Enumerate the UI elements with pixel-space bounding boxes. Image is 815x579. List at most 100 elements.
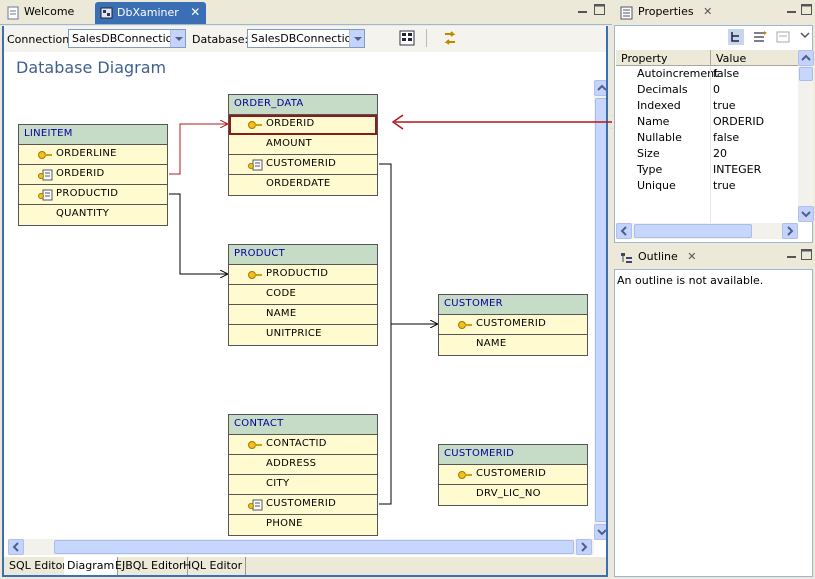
minimize-icon[interactable] <box>786 4 797 15</box>
scroll-left-button[interactable] <box>8 539 24 555</box>
tab-properties-label: Properties <box>638 5 694 18</box>
table-column[interactable]: PRODUCTID <box>229 265 377 285</box>
table-column[interactable]: QUANTITY <box>56 208 110 219</box>
view-menu-icon[interactable] <box>799 29 811 41</box>
maximize-icon[interactable] <box>801 4 812 15</box>
tab-ejbql-editor[interactable]: EJBQL Editor <box>112 557 188 575</box>
table-column[interactable]: CITY <box>229 475 377 495</box>
vertical-scroll-thumb[interactable] <box>595 98 606 522</box>
scroll-left-button[interactable] <box>616 223 632 239</box>
scroll-down-button[interactable] <box>798 206 814 222</box>
vertical-scroll-thumb[interactable] <box>799 67 813 81</box>
table-contact[interactable]: CONTACT CONTACTID ADDRESS CITY CUSTOMERI… <box>228 414 378 536</box>
table-column[interactable]: AMOUNT <box>229 135 377 155</box>
database-diagram-icon <box>100 7 113 19</box>
scroll-down-button[interactable] <box>594 524 606 540</box>
table-title: CUSTOMERID <box>439 445 587 465</box>
table-title: LINEITEM <box>19 125 167 145</box>
chevron-left-icon <box>620 226 627 236</box>
table-column[interactable]: ADDRESS <box>229 455 377 475</box>
outline-empty-message: An outline is not available. <box>617 274 764 287</box>
table-title: CONTACT <box>229 415 377 435</box>
restore-defaults-icon[interactable] <box>775 29 791 45</box>
categories-icon[interactable] <box>728 29 744 45</box>
vertical-scrollbar[interactable] <box>594 80 606 540</box>
table-column[interactable]: ORDERLINE <box>19 145 167 165</box>
table-column[interactable]: CUSTOMERID <box>439 465 587 485</box>
table-column[interactable]: ORDERDATE <box>266 178 331 189</box>
database-select[interactable]: SalesDBConnection <box>247 29 365 48</box>
chevron-down-icon[interactable] <box>170 30 185 47</box>
table-column[interactable]: CONTACTID <box>229 435 377 455</box>
tab-sql-editor[interactable]: SQL Editor <box>6 557 71 575</box>
table-column[interactable]: CODE <box>229 285 377 305</box>
table-column[interactable]: DRV_LIC_NO <box>476 488 541 499</box>
tab-dbxaminer[interactable]: DbXaminer ✕ <box>95 2 207 24</box>
scroll-up-button[interactable] <box>594 80 606 96</box>
database-label: Database: <box>192 33 249 46</box>
maximize-icon[interactable] <box>594 4 605 15</box>
tab-hql-editor[interactable]: HQL Editor <box>180 557 247 575</box>
tab-welcome[interactable]: Welcome <box>2 2 80 24</box>
table-column[interactable]: CUSTOMERID <box>439 315 587 335</box>
page-title: Database Diagram <box>16 58 167 77</box>
column-header-value[interactable]: Value <box>716 52 747 65</box>
scroll-up-button[interactable] <box>798 50 814 66</box>
table-customer[interactable]: CUSTOMER CUSTOMERID NAME <box>438 294 588 356</box>
table-lineitem[interactable]: LINEITEM ORDERLINE ORDERID PRODUCTID QUA… <box>18 124 168 226</box>
table-column[interactable]: CUSTOMERID <box>229 495 377 515</box>
tab-outline[interactable]: Outline ✕ <box>616 247 697 269</box>
table-column[interactable]: NAME <box>229 305 377 325</box>
tab-diagram[interactable]: Diagram <box>64 557 119 575</box>
horizontal-scroll-thumb[interactable] <box>634 224 752 238</box>
table-column[interactable]: ORDERID <box>19 165 167 185</box>
refresh-arrows-icon[interactable] <box>442 30 458 46</box>
table-column[interactable]: PRODUCTID <box>19 185 167 205</box>
close-icon[interactable]: ✕ <box>703 5 713 18</box>
horizontal-scrollbar[interactable] <box>8 539 594 555</box>
chevron-down-icon[interactable] <box>349 30 364 47</box>
database-select-value: SalesDBConnection <box>251 32 359 45</box>
table-order-data[interactable]: ORDER_DATA ORDERID AMOUNT CUSTOMERID ORD… <box>228 94 378 196</box>
outline-body: An outline is not available. <box>614 269 813 577</box>
column-header-property[interactable]: Property <box>621 52 668 65</box>
properties-horizontal-scrollbar[interactable] <box>616 223 798 239</box>
connection-select[interactable]: SalesDBConnection <box>68 29 186 48</box>
table-column-selected[interactable]: ORDERID <box>229 115 377 135</box>
table-product[interactable]: PRODUCT PRODUCTID CODE NAME UNITPRICE <box>228 244 378 346</box>
tab-properties[interactable]: Properties ✕ <box>616 2 712 24</box>
properties-vertical-scrollbar[interactable] <box>798 50 814 222</box>
chevron-down-icon <box>597 529 606 536</box>
maximize-icon[interactable] <box>801 249 812 260</box>
scroll-right-button[interactable] <box>782 223 798 239</box>
table-column[interactable]: PHONE <box>266 518 303 529</box>
table-column[interactable]: UNITPRICE <box>266 328 322 339</box>
close-icon[interactable]: ✕ <box>190 5 201 19</box>
filter-advanced-icon[interactable] <box>752 29 768 45</box>
connection-select-value: SalesDBConnection <box>72 32 180 45</box>
minimize-icon[interactable] <box>577 4 588 15</box>
connection-toolbar: Connection: SalesDBConnection Database: … <box>2 26 608 52</box>
diagram-canvas[interactable]: Database Diagram LINEITEM ORDERLINE ORDE… <box>2 52 608 557</box>
close-icon[interactable]: ✕ <box>687 250 697 263</box>
table-customerid[interactable]: CUSTOMERID CUSTOMERID DRV_LIC_NO <box>438 444 588 506</box>
horizontal-scroll-thumb[interactable] <box>54 540 574 554</box>
minimize-icon[interactable] <box>786 249 797 260</box>
table-column[interactable]: CUSTOMERID <box>229 155 377 175</box>
foreign-key-icon <box>38 189 53 201</box>
scroll-right-button[interactable] <box>576 539 592 555</box>
chevron-left-icon <box>12 542 19 552</box>
relation-line-productid <box>169 193 227 274</box>
layout-grid-icon[interactable] <box>399 30 415 46</box>
table-column[interactable]: NAME <box>476 338 507 349</box>
table-title: CUSTOMER <box>439 295 587 315</box>
